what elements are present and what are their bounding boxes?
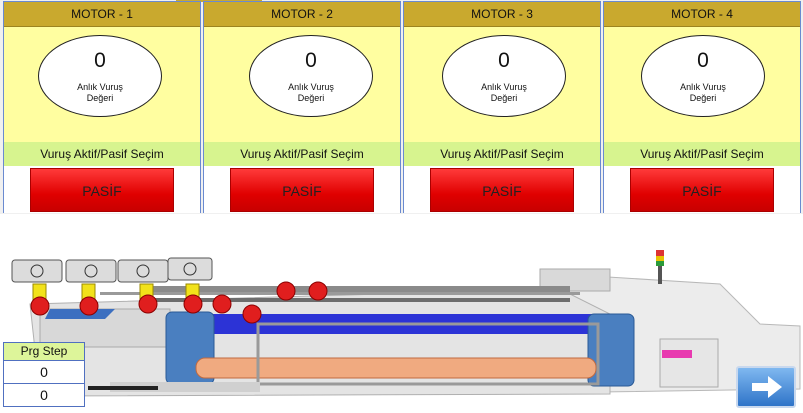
loom-machine-illustration bbox=[0, 214, 803, 413]
motor-panel-2: MOTOR - 2 0 Anlık Vuruş Değeri Vuruş Akt… bbox=[203, 1, 401, 213]
gauge-value: 0 bbox=[697, 49, 709, 72]
prg-step-panel: Prg Step 0 0 bbox=[3, 342, 85, 407]
select-label: Vuruş Aktif/Pasif Seçim bbox=[404, 142, 600, 166]
gauge-label: Anlık Vuruş Değeri bbox=[77, 82, 123, 103]
gauge-value: 0 bbox=[94, 49, 106, 72]
stroke-gauge: 0 Anlık Vuruş Değeri bbox=[641, 35, 765, 117]
motor-title: MOTOR - 4 bbox=[604, 2, 800, 27]
loom-machine-drawing bbox=[11, 250, 801, 397]
prg-step-label: Prg Step bbox=[4, 343, 84, 361]
gauge-label: Anlık Vuruş Değeri bbox=[680, 82, 726, 103]
select-label: Vuruş Aktif/Pasif Seçim bbox=[604, 142, 800, 166]
prg-step-value-1: 0 bbox=[4, 361, 84, 384]
motor-title: MOTOR - 1 bbox=[4, 2, 200, 27]
pasif-toggle-button[interactable]: PASİF bbox=[30, 168, 174, 212]
stroke-gauge: 0 Anlık Vuruş Değeri bbox=[38, 35, 162, 117]
motor-panel-3: MOTOR - 3 0 Anlık Vuruş Değeri Vuruş Akt… bbox=[403, 1, 601, 213]
gauge-label: Anlık Vuruş Değeri bbox=[288, 82, 334, 103]
motor-panel-4: MOTOR - 4 0 Anlık Vuruş Değeri Vuruş Akt… bbox=[603, 1, 801, 213]
button-area: PASİF bbox=[604, 166, 800, 213]
stroke-gauge: 0 Anlık Vuruş Değeri bbox=[249, 35, 373, 117]
gauge-value: 0 bbox=[498, 49, 510, 72]
motor-title: MOTOR - 3 bbox=[404, 2, 600, 27]
select-label: Vuruş Aktif/Pasif Seçim bbox=[204, 142, 400, 166]
button-area: PASİF bbox=[204, 166, 400, 213]
pasif-toggle-button[interactable]: PASİF bbox=[430, 168, 574, 212]
gauge-value: 0 bbox=[305, 49, 317, 72]
stroke-gauge: 0 Anlık Vuruş Değeri bbox=[442, 35, 566, 117]
pasif-toggle-button[interactable]: PASİF bbox=[230, 168, 374, 212]
button-area: PASİF bbox=[404, 166, 600, 213]
prg-step-value-2: 0 bbox=[40, 387, 48, 403]
next-page-button[interactable] bbox=[736, 366, 796, 408]
motor-panel-1: MOTOR - 1 0 Anlık Vuruş Değeri Vuruş Akt… bbox=[3, 1, 201, 213]
pasif-toggle-button[interactable]: PASİF bbox=[630, 168, 774, 212]
gauge-label: Anlık Vuruş Değeri bbox=[481, 82, 527, 103]
button-area: PASİF bbox=[4, 166, 200, 213]
arrow-right-icon bbox=[752, 376, 782, 398]
select-label: Vuruş Aktif/Pasif Seçim bbox=[4, 142, 200, 166]
motor-title: MOTOR - 2 bbox=[204, 2, 400, 27]
